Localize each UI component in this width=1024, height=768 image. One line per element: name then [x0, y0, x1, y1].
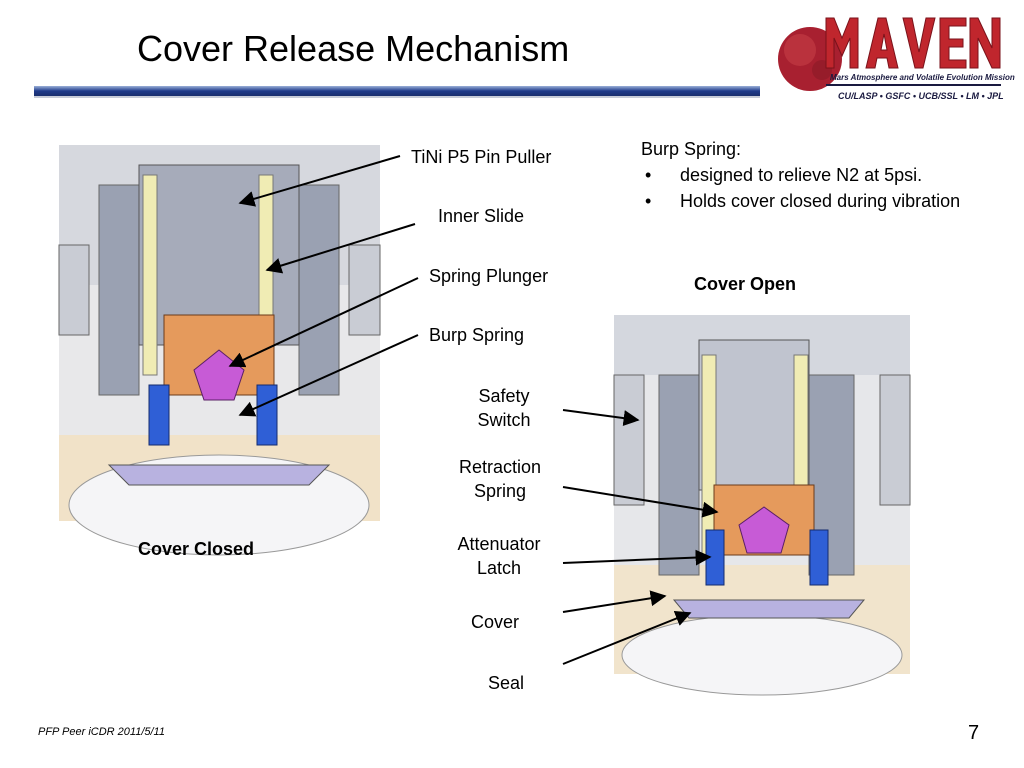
mars-planet-icon: [778, 27, 842, 91]
footer-text: PFP Peer iCDR 2011/5/11: [38, 726, 165, 738]
title-rule: [34, 86, 760, 98]
label-burp-spring: Burp Spring: [429, 325, 525, 345]
note-bullet: Holds cover closed during vibration: [641, 188, 1011, 214]
burp-spring-note: Burp Spring: designed to relieve N2 at 5…: [641, 136, 1011, 214]
arrow-spring-plunger: [228, 277, 419, 368]
arrow-burp-spring: [238, 334, 419, 417]
label-attenuator-latch: Attenuator Latch: [457, 534, 541, 578]
label-inner-slide: Inner Slide: [438, 206, 525, 226]
logo-mission-text: Mars Atmosphere and Volatile Evolution M…: [830, 73, 1015, 82]
arrow-pin-puller: [238, 155, 401, 207]
label-seal: Seal: [488, 673, 525, 693]
arrow-attenuator-latch: [562, 549, 712, 566]
label-retraction-spring: Retraction Spring: [458, 457, 542, 501]
note-bullets: designed to relieve N2 at 5psi. Holds co…: [641, 162, 1011, 214]
slide-title: Cover Release Mechanism: [137, 28, 570, 69]
maven-wordmark: [825, 17, 1001, 69]
page-number: 7: [968, 722, 980, 744]
note-heading: Burp Spring:: [641, 139, 742, 159]
arrow-seal: [562, 610, 692, 665]
arrow-cover: [562, 590, 667, 613]
logo-underline: [826, 84, 1001, 86]
arrow-inner-slide: [265, 223, 416, 274]
label-cover: Cover: [471, 612, 520, 632]
logo-partners-text: CU/LASP • GSFC • UCB/SSL • LM • JPL: [838, 91, 1004, 101]
caption-cover-closed: Cover Closed: [138, 539, 255, 559]
arrow-retraction-spring: [562, 486, 719, 518]
label-spring-plunger: Spring Plunger: [429, 266, 549, 286]
note-bullet: designed to relieve N2 at 5psi.: [641, 162, 1011, 188]
arrow-safety-switch: [562, 409, 640, 427]
caption-cover-open: Cover Open: [694, 274, 797, 294]
label-safety-switch: Safety Switch: [477, 386, 531, 430]
label-pin-puller: TiNi P5 Pin Puller: [411, 147, 552, 167]
